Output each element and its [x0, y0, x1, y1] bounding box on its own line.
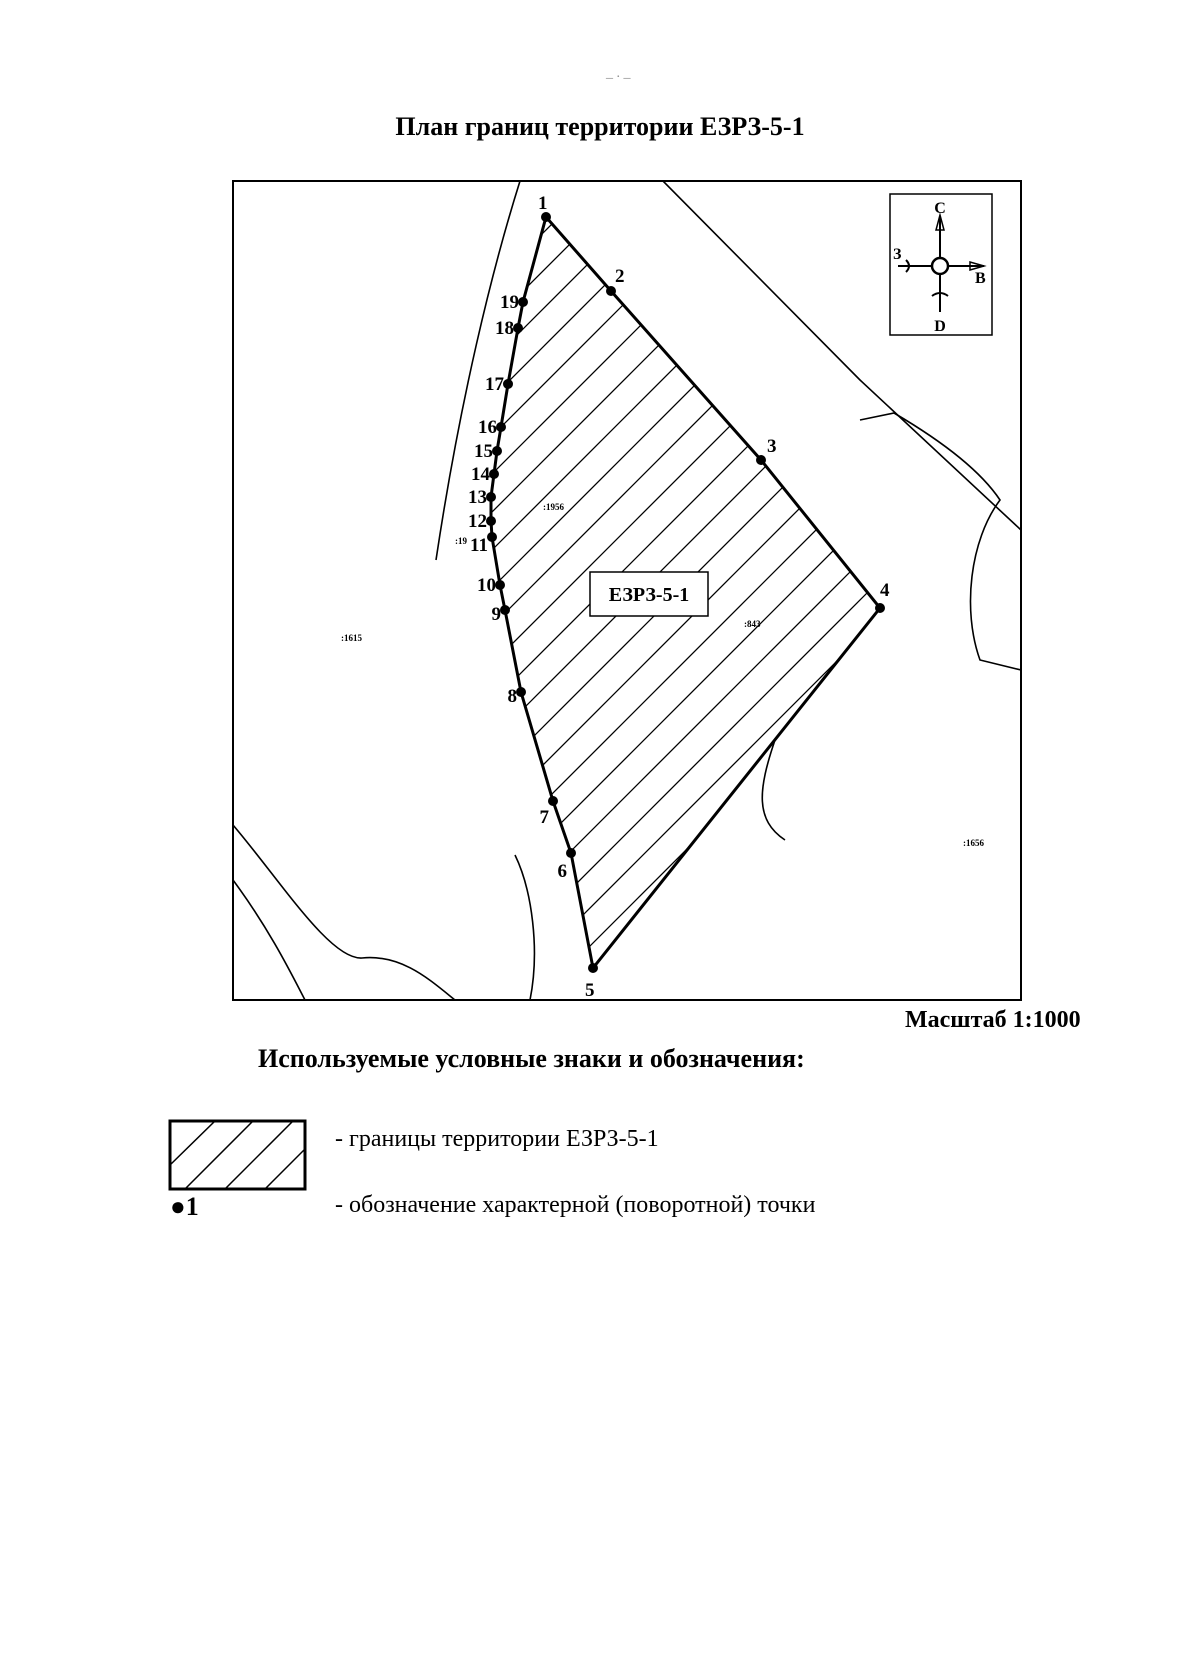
- point-label-17: 17: [485, 374, 505, 395]
- hatch-line: [491, 535, 880, 968]
- point-label-18: 18: [495, 318, 514, 339]
- page-top-mark: _ . _: [606, 66, 631, 81]
- turning-point-6: [566, 848, 576, 858]
- point-label-14: 14: [471, 464, 491, 485]
- hatch-line: [491, 573, 880, 968]
- point-label-5: 5: [585, 980, 595, 1001]
- point-label-15: 15: [474, 441, 493, 462]
- turning-point-1: [541, 212, 551, 222]
- turning-point-4: [875, 603, 885, 613]
- hatch-line: [491, 217, 880, 857]
- turning-point-2: [606, 286, 616, 296]
- turning-point-7: [548, 796, 558, 806]
- parcel-label-1956: :1956: [543, 502, 564, 512]
- road-left-edge: [435, 181, 521, 561]
- compass-east-label: В: [975, 270, 986, 287]
- parcel-boundary-middle: [761, 739, 786, 841]
- zone-label: ЕЗРЗ-5-1: [609, 584, 689, 606]
- arrow-right-icon: [969, 261, 987, 271]
- point-label-13: 13: [468, 487, 487, 508]
- compass-west-tick-icon: [905, 259, 910, 273]
- compass-south-label: D: [934, 318, 946, 335]
- hatch-line: [491, 459, 880, 968]
- point-label-11: 11: [470, 535, 488, 556]
- hatch-line: [491, 217, 880, 819]
- point-label-3: 3: [767, 436, 777, 457]
- point-label-16: 16: [478, 417, 497, 438]
- parcel-boundary-left: [233, 824, 456, 1000]
- turning-point-13: [486, 492, 496, 502]
- point-label-9: 9: [492, 604, 502, 625]
- turning-point-18: [513, 323, 523, 333]
- legend-hatch-symbol: [168, 1119, 307, 1191]
- hatch-line: [491, 217, 880, 705]
- zone-boundary: [489, 213, 882, 972]
- turning-point-10: [495, 580, 505, 590]
- turning-point-8: [516, 687, 526, 697]
- hatch-line: [491, 307, 880, 968]
- parcel-label-1615: :1615: [341, 633, 362, 643]
- compass-rose: С D З В: [889, 193, 993, 336]
- hatch-line: [491, 421, 880, 968]
- point-label-6: 6: [558, 861, 568, 882]
- turning-point-19: [518, 297, 528, 307]
- compass-center-icon: [930, 256, 950, 276]
- parcel-boundary-right: [859, 412, 1021, 671]
- hatch-line: [491, 345, 880, 968]
- hatch-line: [491, 217, 880, 743]
- legend-item-boundary: - границы территории ЕЗРЗ-5-1: [335, 1126, 659, 1152]
- turning-point-16: [496, 422, 506, 432]
- page-title: План границ территории ЕЗРЗ-5-1: [395, 112, 805, 141]
- legend-point-symbol: ●1: [170, 1192, 199, 1221]
- hatch-line: [491, 217, 880, 895]
- turning-point-12: [486, 516, 496, 526]
- cadastral-lines: [233, 181, 1021, 1000]
- parcel-boundary-left-lower: [233, 879, 306, 1000]
- hatch-line: [491, 497, 880, 968]
- road-bottom-edge: [514, 854, 536, 1000]
- turning-point-9: [500, 605, 510, 615]
- hatch-line: [491, 269, 880, 968]
- compass-south-tick-icon: [931, 292, 949, 297]
- scale-label: Масштаб 1:1000: [905, 1007, 1081, 1033]
- turning-point-11: [487, 532, 497, 542]
- point-label-10: 10: [477, 575, 496, 596]
- turning-point-15: [492, 446, 502, 456]
- hatch-line: [491, 217, 880, 781]
- point-label-19: 19: [500, 292, 519, 313]
- hatch-line: [491, 383, 880, 968]
- turning-point-17: [503, 379, 513, 389]
- parcel-label-1656: :1656: [963, 838, 984, 848]
- compass-north-label: С: [934, 200, 946, 217]
- arrow-up-icon: [935, 212, 945, 231]
- legend-item-point: - обозначение характерной (поворотной) т…: [335, 1192, 816, 1218]
- road-upper-edge: [662, 181, 1021, 531]
- legend-title: Используемые условные знаки и обозначени…: [258, 1044, 805, 1073]
- turning-point-14: [489, 469, 499, 479]
- point-label-4: 4: [880, 580, 890, 601]
- zone-label-box: [589, 571, 709, 617]
- parcel-label-843: :843: [744, 619, 761, 629]
- compass-west-label: З: [893, 246, 902, 263]
- point-label-7: 7: [540, 807, 550, 828]
- hatch-line: [491, 687, 880, 968]
- point-label-12: 12: [468, 511, 487, 532]
- turning-point-5: [588, 963, 598, 973]
- point-label-8: 8: [508, 686, 518, 707]
- map-frame: [232, 180, 1022, 1001]
- point-label-2: 2: [615, 266, 625, 287]
- parcel-label-19: :19: [455, 536, 467, 546]
- point-label-1: 1: [538, 193, 548, 214]
- turning-point-3: [756, 455, 766, 465]
